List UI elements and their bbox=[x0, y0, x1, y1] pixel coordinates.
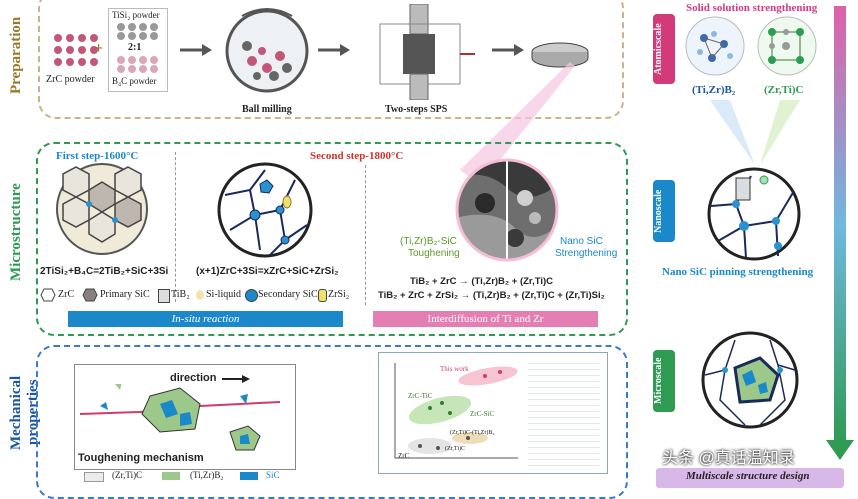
sps-apparatus bbox=[379, 4, 475, 100]
nanoscale-tag: Nanoscale bbox=[653, 180, 675, 242]
nano-sic-label-b: Strengthening bbox=[555, 248, 618, 259]
arrow-right-icon bbox=[492, 44, 524, 56]
divider-line bbox=[175, 152, 176, 302]
nano-sic-label-a: Nano SiC bbox=[560, 236, 603, 247]
si-liquid-legend-icon bbox=[196, 290, 204, 300]
secondary-sic-legend-icon bbox=[245, 289, 258, 302]
sps-label: Two-steps SPS bbox=[385, 104, 448, 115]
chart-legend-list bbox=[528, 358, 600, 466]
zrc-legend-icon bbox=[40, 288, 56, 302]
pinning-label: Nano SiC pinning strengthening bbox=[662, 266, 814, 278]
reaction-eq-1: 2TiSi₂+B₄C=2TiB₂+SiC+3Si bbox=[40, 266, 169, 277]
atomicscale-tag: Atomicscale bbox=[653, 14, 675, 84]
legend-sic: SiC bbox=[266, 470, 280, 480]
solid-solution-title: Solid solution strengthening bbox=[686, 2, 818, 14]
row-label-microstructure: Microstructure bbox=[8, 183, 24, 282]
b4c-powder-graphic bbox=[117, 56, 158, 73]
legend-zrtic: (Zr,Ti)C bbox=[112, 470, 143, 480]
hexagon-grain-circle bbox=[56, 163, 148, 255]
zrtic-lattice bbox=[757, 16, 817, 76]
microstructure-panel bbox=[36, 142, 628, 336]
legend-sic-swatch bbox=[240, 472, 258, 480]
chart-label-zrc-tic: ZrC-TiC bbox=[408, 392, 433, 400]
legend-secondary-sic: Secondary SiC bbox=[258, 289, 318, 300]
legend-tizrb2-swatch bbox=[162, 472, 180, 480]
nanoscale-grain-circle bbox=[707, 167, 801, 261]
arrow-right-icon bbox=[180, 44, 212, 56]
in-situ-reaction-bar: In-situ reaction bbox=[68, 311, 343, 327]
ball-milling-label: Ball milling bbox=[242, 104, 292, 115]
sintered-disk bbox=[531, 42, 589, 68]
property-chart bbox=[394, 363, 518, 459]
gradient-arrow bbox=[834, 6, 846, 446]
legend-tizrb2: (Ti,Zr)B₂ bbox=[190, 470, 224, 480]
multiscale-label: Multiscale structure design bbox=[686, 470, 810, 482]
direction-arrow-icon bbox=[222, 375, 250, 383]
arrow-right-icon bbox=[318, 44, 350, 56]
gradient-arrow-head bbox=[826, 440, 854, 460]
toughening-label-a: (Ti,Zr)B₂-SiC bbox=[400, 236, 457, 247]
microscale-tag: Microscale bbox=[653, 350, 675, 412]
preparation-panel bbox=[38, 0, 624, 119]
divider-line bbox=[365, 165, 366, 305]
grain-network-circle bbox=[217, 162, 313, 258]
ratio-label: 2:1 bbox=[128, 42, 142, 53]
primary-sic-legend-icon bbox=[82, 288, 98, 302]
zrsi2-legend-icon bbox=[318, 289, 327, 302]
zoom-cone-pink bbox=[460, 62, 575, 185]
tisi2-powder-graphic bbox=[117, 23, 158, 40]
reaction-eq-3: TiB₂ + ZrC → (Ti,Zr)B₂ + (Zr,Ti)C bbox=[410, 276, 554, 287]
tisi2-powder-label: TiSi₂ powder bbox=[112, 10, 160, 20]
chart-label-zrtic: (Zr,Ti)C bbox=[445, 446, 466, 452]
legend-si-liquid: Si-liquid bbox=[206, 289, 242, 300]
direction-label: direction bbox=[170, 372, 217, 384]
b4c-powder-label: B₄C powder bbox=[112, 76, 157, 86]
row-label-preparation: Preparation bbox=[8, 16, 24, 95]
second-step-label: Second step-1800°C bbox=[310, 150, 404, 162]
tizrb2-lattice bbox=[685, 16, 745, 76]
legend-zrc: ZrC bbox=[58, 289, 75, 300]
sem-micrograph-circle bbox=[455, 158, 559, 262]
chart-label-zrc-sic: ZrC-SiC bbox=[470, 410, 495, 418]
chart-label-composite: (Zr,Ti)C-(Ti,Zr)B₂ bbox=[450, 430, 495, 436]
interdiffusion-bar: Interdiffusion of Ti and Zr bbox=[373, 311, 598, 327]
phase-tizrb2-label: (Ti,Zr)B₂ bbox=[692, 84, 736, 96]
ball-milling-jar bbox=[225, 8, 309, 93]
phase-zrtic-label: (Zr,Ti)C bbox=[764, 84, 804, 96]
zrc-powder-label: ZrC powder bbox=[46, 74, 95, 85]
zrc-powder-graphic bbox=[54, 34, 98, 66]
legend-tib2: TiB₂ bbox=[171, 289, 190, 300]
chart-label-zrc: ZrC bbox=[398, 452, 410, 460]
toughening-mechanism-label: Toughening mechanism bbox=[78, 452, 204, 464]
legend-zrtic-swatch bbox=[84, 472, 104, 482]
zoom-cone-blue bbox=[710, 100, 800, 165]
first-step-label: First step-1600°C bbox=[56, 150, 139, 162]
watermark-text: 头条 @真话温知录 bbox=[662, 450, 795, 467]
legend-zrsi2: ZrSi₂ bbox=[328, 289, 350, 300]
reaction-eq-4: TiB₂ + ZrC + ZrSi₂ → (Ti,Zr)B₂ + (Zr,Ti)… bbox=[378, 290, 605, 301]
microscale-grain-circle bbox=[701, 331, 799, 429]
plus-sign: + bbox=[94, 40, 104, 57]
tib2-legend-icon bbox=[158, 289, 170, 303]
toughening-label-b: Toughening bbox=[408, 248, 460, 259]
crack-diagram bbox=[80, 384, 281, 451]
reaction-eq-2: (x+1)ZrC+3Si=xZrC+SiC+ZrSi₂ bbox=[196, 266, 339, 277]
chart-label-this-work: This work bbox=[440, 365, 469, 373]
legend-primary-sic: Primary SiC bbox=[100, 289, 150, 300]
powder-box bbox=[108, 8, 168, 92]
